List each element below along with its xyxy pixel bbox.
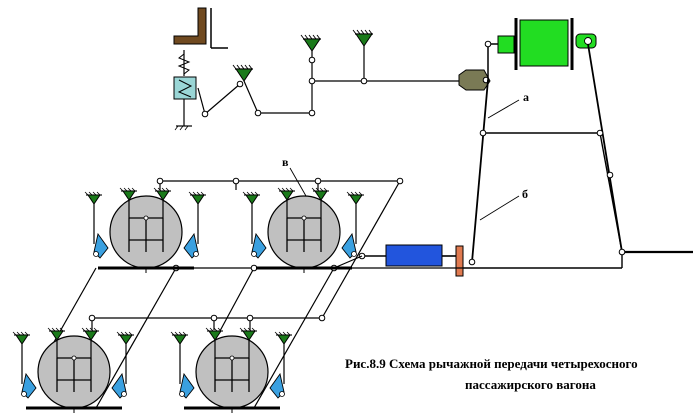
bogie-frame-links xyxy=(53,177,463,409)
figure-caption-line2: пассажирского вагона xyxy=(465,377,596,393)
main-levers xyxy=(463,43,693,269)
caption-text-1: Схема рычажной передачи четырехосного xyxy=(388,356,638,371)
label-b: б xyxy=(522,187,528,201)
wheelset-2 xyxy=(243,188,364,273)
spring-linkage xyxy=(173,50,241,131)
slack-regulator xyxy=(458,69,491,91)
pneumatic-actuator xyxy=(358,244,464,277)
wheelset-4 xyxy=(171,328,292,413)
figure-caption-line1: Рис.8.9 Схема рычажной передачи четырехо… xyxy=(345,356,638,372)
wheelset-1 xyxy=(85,188,206,273)
caption-text-2: пассажирского вагона xyxy=(465,377,596,392)
brake-cylinder xyxy=(484,18,597,80)
label-v: в xyxy=(282,155,289,169)
wheelset-3 xyxy=(13,328,134,413)
label-a: а xyxy=(523,90,529,104)
upper-lever-system xyxy=(201,29,462,118)
hand-brake-assembly xyxy=(173,7,228,49)
figure-number: Рис.8.9 xyxy=(345,356,386,371)
